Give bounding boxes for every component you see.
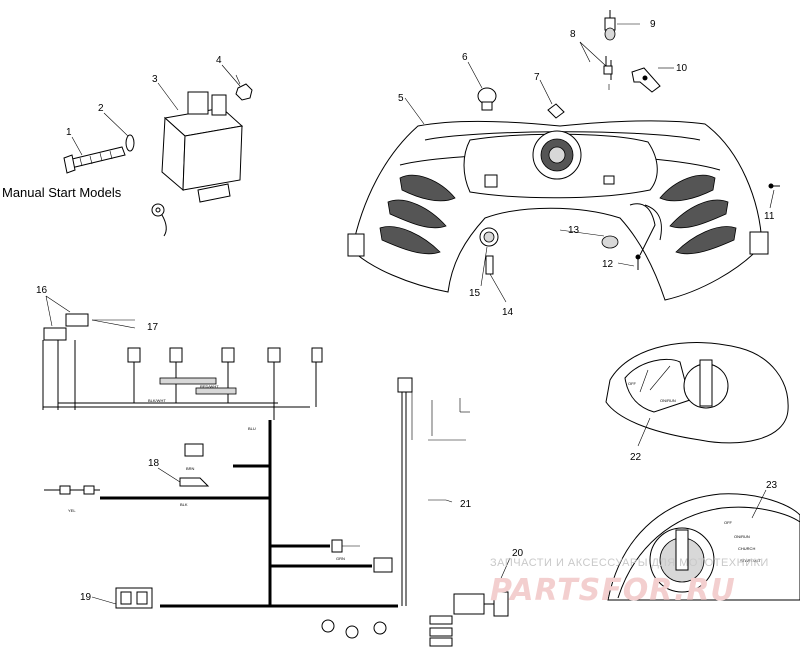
callout-16: 16: [36, 285, 48, 296]
svg-text:GRN: GRN: [336, 556, 345, 561]
ign22-off-label: OFF: [628, 381, 637, 386]
wiring-harness: BLK/WHT RED/WHT BRN BLK YEL BLU GRN: [42, 295, 511, 647]
ignition-panel-23: OFF ON/RUN CHURCH START/ALT: [607, 489, 800, 601]
callout-4: 4: [216, 55, 222, 66]
manual-start-caption: Manual Start Models: [2, 185, 122, 200]
watermark-logo: PARTSFOR.RU: [490, 573, 736, 608]
callout-1: 1: [66, 127, 72, 138]
callout-2: 2: [98, 103, 104, 114]
callout-22: 22: [630, 452, 642, 463]
callout-5: 5: [398, 93, 404, 104]
ign23-start-label: START/ALT: [740, 558, 761, 563]
callout-20: 20: [512, 548, 524, 559]
callout-10: 10: [676, 63, 688, 74]
nut-part: [235, 83, 253, 101]
callout-18: 18: [148, 458, 160, 469]
svg-text:RED/WHT: RED/WHT: [200, 384, 219, 389]
watermark: ЗАПЧАСТИ И АКСЕССУАРЫ ДЛЯ МОТОТЕХНИКИ PA…: [490, 557, 769, 608]
watermark-text: ЗАПЧАСТИ И АКСЕССУАРЫ ДЛЯ МОТОТЕХНИКИ: [490, 557, 769, 569]
callout-8: 8: [570, 29, 576, 40]
callout-23: 23: [766, 480, 778, 491]
ignition-module-assembly: [63, 64, 253, 237]
callout-7: 7: [534, 72, 540, 83]
svg-text:BLU: BLU: [248, 426, 256, 431]
callout-15: 15: [469, 288, 481, 299]
left-vents: [379, 174, 456, 255]
svg-text:YEL: YEL: [68, 508, 76, 513]
bolt-part: [63, 146, 126, 174]
svg-text:BLK: BLK: [180, 502, 188, 507]
callout-14: 14: [502, 307, 514, 318]
ign23-church-label: CHURCH: [738, 546, 755, 551]
callout-6: 6: [462, 52, 468, 63]
svg-text:BLK/WHT: BLK/WHT: [148, 398, 166, 403]
callout-13: 13: [568, 225, 580, 236]
ring-terminal-part: [151, 203, 167, 237]
dash-hood-assembly: [347, 120, 780, 301]
grommet-part: [601, 235, 619, 249]
module-box-part: [161, 91, 244, 203]
washer-part: [125, 134, 135, 152]
callout-21: 21: [460, 499, 472, 510]
ign22-on-label: ON/RUN: [660, 398, 676, 403]
ign23-off-label: OFF: [724, 520, 733, 525]
callout-17: 17: [147, 322, 159, 333]
callout-11: 11: [764, 211, 775, 222]
svg-text:BRN: BRN: [186, 466, 195, 471]
callout-3: 3: [152, 74, 158, 85]
right-vents: [659, 174, 737, 255]
ignition-panel-22: OFF ON/RUN: [605, 342, 789, 447]
dash-small-parts: [404, 10, 775, 303]
harness-connectors-row: [127, 347, 323, 420]
callout-9: 9: [650, 19, 656, 30]
ign23-on-label: ON/RUN: [734, 534, 750, 539]
callout-12: 12: [602, 259, 614, 270]
callout-19: 19: [80, 592, 92, 603]
